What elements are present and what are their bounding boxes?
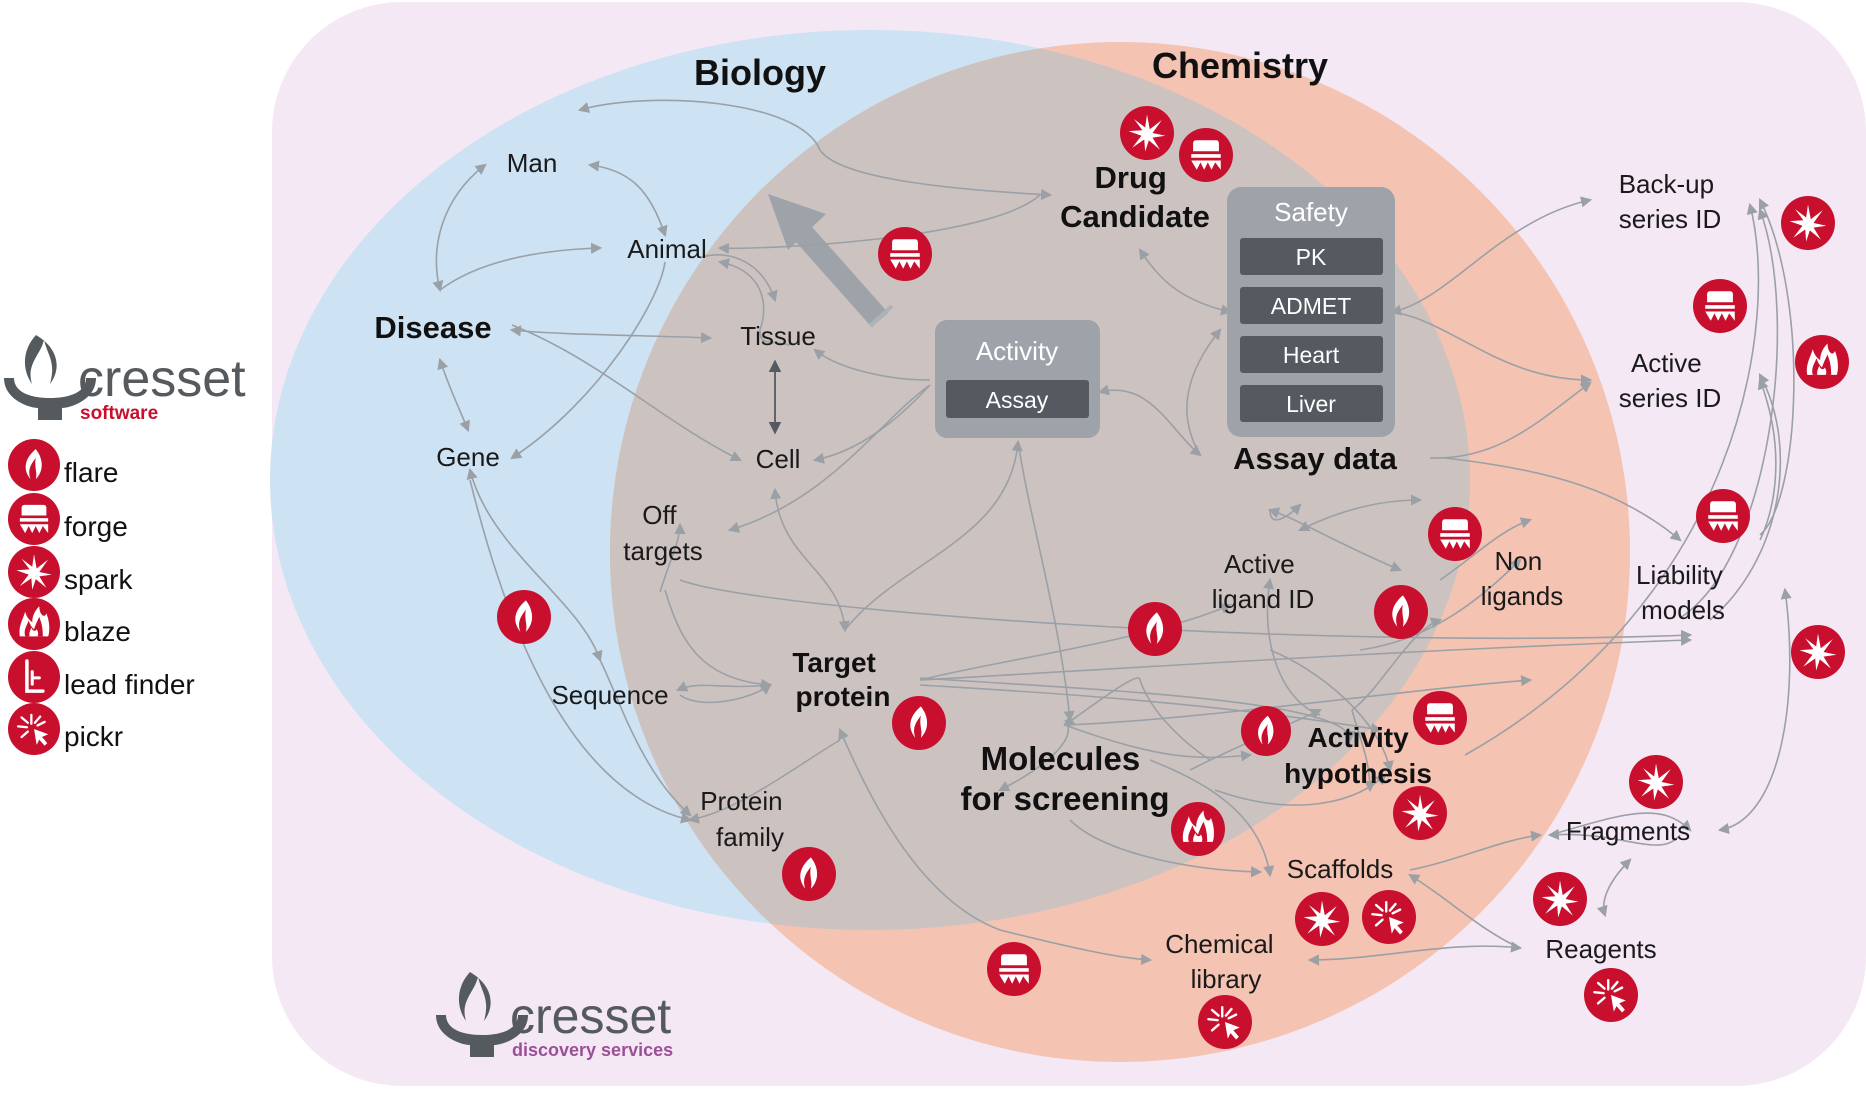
cresset-services-word: cresset <box>510 988 671 1044</box>
legend-label-spark: spark <box>64 564 133 595</box>
forge-icon <box>878 227 932 281</box>
spark-icon <box>1791 625 1845 679</box>
cresset-services-logo: cresset discovery services <box>436 972 673 1060</box>
safety-item-liver: Liver <box>1286 391 1336 417</box>
forge-icon <box>1413 691 1467 745</box>
node-tissue: Tissue <box>740 321 816 351</box>
legend-item-pickr: pickr <box>8 703 123 755</box>
chemistry-title: Chemistry <box>1152 45 1328 86</box>
node-animal: Animal <box>627 234 706 264</box>
node-target-protein: Target protein <box>792 647 890 712</box>
legend-label-lead-finder: lead finder <box>64 669 195 700</box>
legend-label-forge: forge <box>64 511 128 542</box>
cresset-software-logo: cresset software <box>4 335 246 424</box>
node-chemical-library: Chemical library <box>1165 929 1281 994</box>
spark-icon <box>1533 872 1587 926</box>
node-liability-models: Liability models <box>1636 560 1730 625</box>
spark-icon <box>1393 786 1447 840</box>
safety-item-heart-panel <box>1240 336 1383 373</box>
node-man: Man <box>507 148 558 178</box>
flare-icon <box>1241 706 1291 756</box>
legend: flare forge spark blaze lead finder pick… <box>8 439 195 755</box>
node-protein-family: Protein family <box>700 786 790 852</box>
cresset-software-tagline: software <box>80 403 158 424</box>
flare-icon <box>1128 602 1182 656</box>
safety-item-pk-panel <box>1240 238 1383 275</box>
legend-item-forge: forge <box>8 493 128 545</box>
connector-arrows <box>432 99 1795 966</box>
spark-icon <box>1629 755 1683 809</box>
pickr-icon <box>1362 890 1416 944</box>
node-cell: Cell <box>756 444 801 474</box>
forge-icon <box>987 942 1041 996</box>
legend-label-blaze: blaze <box>64 616 131 647</box>
cresset-services-tagline: discovery services <box>512 1040 673 1060</box>
legend-item-blaze: blaze <box>8 598 131 650</box>
node-drug-candidate: Drug Candidate <box>1060 160 1210 234</box>
forge-icon <box>1179 128 1233 182</box>
flare-icon <box>892 696 946 750</box>
forge-icon <box>1696 489 1750 543</box>
nodes: Man Animal Disease Tissue Gene Cell Off … <box>374 148 1730 994</box>
node-reagents: Reagents <box>1545 934 1656 964</box>
node-active-series-id: Active series ID <box>1619 348 1722 413</box>
biology-title: Biology <box>694 52 826 93</box>
spark-icon <box>1781 196 1835 250</box>
node-sequence: Sequence <box>551 680 668 710</box>
safety-item-admet-panel <box>1240 287 1383 324</box>
node-activity-hypothesis: Activity hypothesis <box>1284 722 1432 789</box>
flare-icon <box>1374 585 1428 639</box>
node-off-targets: Off targets <box>623 500 703 566</box>
forge-icon <box>1428 507 1482 561</box>
safety-box-title: Safety <box>1274 197 1348 227</box>
pickr-icon <box>1198 995 1252 1049</box>
forge-icon <box>1693 279 1747 333</box>
cresset-software-word: cresset <box>78 350 246 408</box>
spark-icon <box>1120 106 1174 160</box>
blaze-icon <box>1171 802 1225 856</box>
flare-icon <box>782 847 836 901</box>
node-molecules-for-screening: Molecules for screening <box>960 740 1169 817</box>
flare-icon <box>497 590 551 644</box>
legend-item-flare: flare <box>8 439 118 491</box>
safety-item-pk: PK <box>1296 244 1327 270</box>
safety-item-heart: Heart <box>1283 342 1340 368</box>
safety-item-admet: ADMET <box>1271 293 1352 319</box>
cresset-flame-icon <box>4 335 96 420</box>
activity-item-assay: Assay <box>986 387 1049 413</box>
node-backup-series-id: Back-up series ID <box>1619 169 1722 234</box>
activity-box-title: Activity <box>976 336 1058 366</box>
node-non-ligands: Non ligands <box>1481 546 1563 611</box>
cresset-flame-icon <box>436 972 528 1057</box>
pickr-icon <box>1584 968 1638 1022</box>
blaze-icon <box>1795 335 1849 389</box>
legend-label-pickr: pickr <box>64 721 123 752</box>
activity-box: Activity Assay <box>935 320 1100 438</box>
legend-item-lead-finder: lead finder <box>8 651 195 703</box>
node-disease: Disease <box>374 310 491 345</box>
node-assay-data: Assay data <box>1233 441 1397 476</box>
node-scaffolds: Scaffolds <box>1287 854 1393 884</box>
legend-item-spark: spark <box>8 546 133 598</box>
node-fragments: Fragments <box>1566 816 1690 846</box>
spark-icon <box>1295 892 1349 946</box>
node-gene: Gene <box>436 442 500 472</box>
node-active-ligand-id: Active ligand ID <box>1212 549 1315 614</box>
safety-item-liver-panel <box>1240 385 1383 422</box>
tool-badges <box>497 106 1849 1049</box>
legend-label-flare: flare <box>64 457 118 488</box>
activity-item-assay-panel <box>946 380 1089 418</box>
safety-box: Safety PK ADMET Heart Liver <box>1227 187 1395 437</box>
